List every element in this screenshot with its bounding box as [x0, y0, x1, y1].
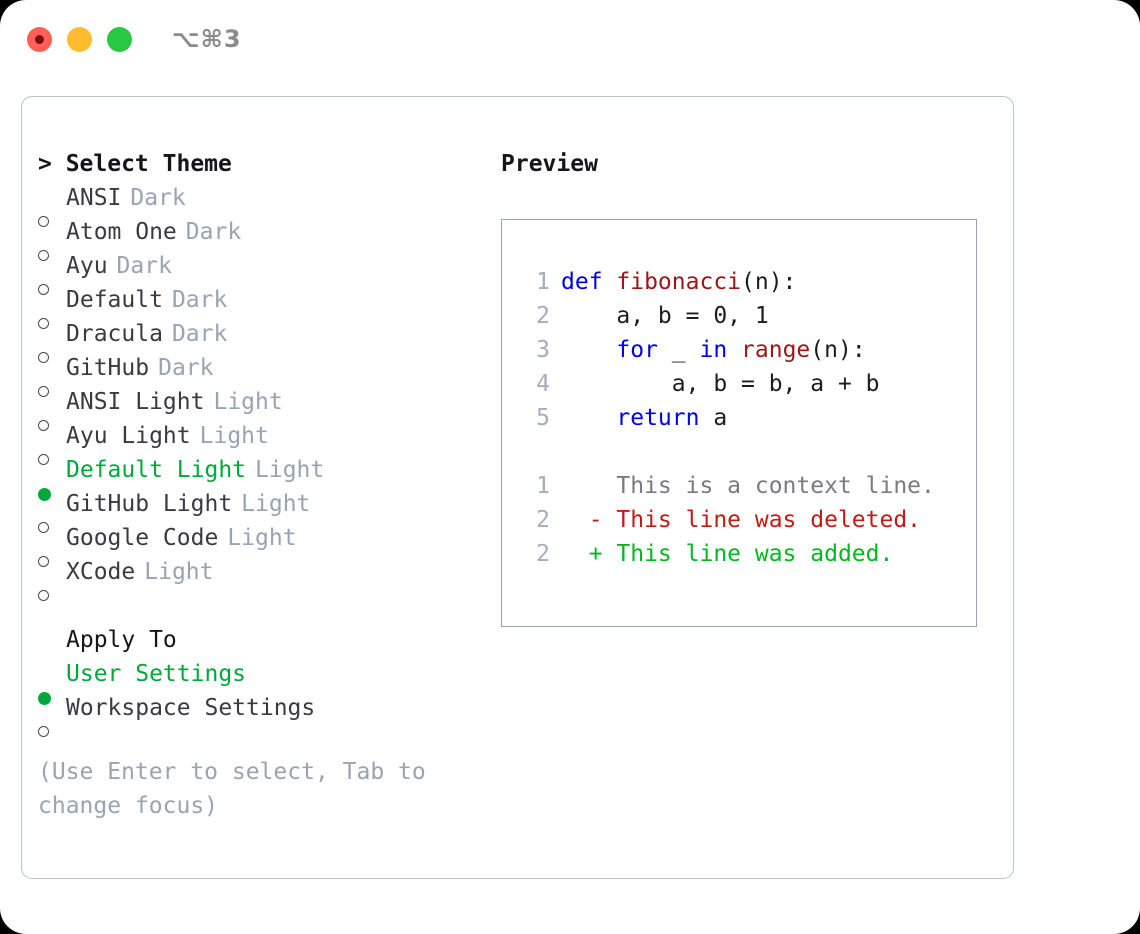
theme-tag: Dark	[116, 253, 172, 279]
theme-item[interactable]: Ayu Light Light	[38, 419, 498, 465]
code-line: 2 a, b = 0, 1	[520, 299, 976, 333]
code-line-text: a, b = b, a + b	[561, 371, 880, 397]
diff-line-text: + This line was added.	[561, 541, 894, 567]
minimize-button[interactable]	[67, 26, 92, 52]
theme-item[interactable]: GitHub Light Light	[38, 487, 498, 533]
code-line-text: a, b = 0, 1	[561, 303, 769, 329]
theme-label: ANSI Light	[66, 389, 205, 415]
code-line-text: for _ in range(n):	[616, 337, 866, 363]
code-line-number: 2	[536, 303, 550, 329]
theme-tag: Dark	[130, 185, 186, 211]
diff-line-text: - This line was deleted.	[561, 507, 922, 533]
theme-label: Default	[66, 287, 163, 313]
code-line-text: return a	[616, 405, 728, 431]
apply-to-label: Workspace Settings	[66, 695, 316, 721]
theme-label: XCode	[66, 559, 136, 585]
theme-item[interactable]: Atom One Dark	[38, 215, 498, 261]
code-line: 1 def fibonacci(n):	[520, 265, 976, 299]
diff-line-number: 1	[536, 473, 550, 499]
theme-item[interactable]: GitHub Dark	[38, 351, 498, 397]
code-line-number: 5	[536, 405, 550, 431]
code-line-number: 1	[536, 269, 550, 295]
maximize-button[interactable]	[107, 26, 132, 52]
diff-line: 1 This is a context line.	[520, 469, 976, 503]
theme-item[interactable]: Google Code Light	[38, 521, 498, 567]
theme-label: Atom One	[66, 219, 177, 245]
diff-line-text: This is a context line.	[561, 473, 935, 499]
code-line: 4 a, b = b, a + b	[520, 367, 976, 401]
theme-label: Ayu Light	[66, 423, 191, 449]
code-line-text: def fibonacci(n):	[561, 269, 797, 295]
theme-label: Google Code	[66, 525, 219, 551]
select-theme-heading: > Select Theme	[38, 151, 232, 177]
window-titlebar: ⌥⌘3	[0, 0, 1140, 78]
apply-to-item[interactable]: Workspace Settings	[38, 691, 498, 737]
theme-item[interactable]: Dracula Dark	[38, 317, 498, 363]
list-spacer	[38, 589, 498, 623]
theme-label: GitHub	[66, 355, 150, 381]
theme-item[interactable]: XCode Light	[38, 555, 498, 601]
diff-sample: 1 This is a context line.2 - This line w…	[520, 469, 976, 571]
theme-tag: Dark	[171, 321, 228, 347]
theme-item[interactable]: Default Light Light	[38, 453, 498, 501]
theme-tag: Dark	[185, 219, 242, 245]
apply-to-heading: Apply To	[66, 627, 177, 653]
theme-tag: Dark	[171, 287, 228, 313]
theme-item[interactable]: Default Dark	[38, 283, 498, 329]
theme-item[interactable]: ANSI Dark	[38, 181, 498, 227]
theme-tag: Light	[227, 525, 297, 551]
theme-tag: Dark	[158, 355, 214, 381]
theme-tag: Light	[255, 457, 325, 483]
code-line: 5 return a	[520, 401, 976, 435]
theme-label: Ayu	[66, 253, 108, 279]
diff-line: 2 + This line was added.	[520, 537, 976, 571]
diff-line-number: 2	[536, 507, 550, 533]
theme-label: Dracula	[66, 321, 163, 347]
theme-label: ANSI	[66, 185, 122, 211]
apply-to-item[interactable]: User Settings	[38, 657, 498, 705]
theme-tag: Light	[144, 559, 214, 585]
code-diff-gap	[520, 435, 976, 469]
preview-title: Preview	[501, 151, 598, 177]
diff-line-number: 2	[536, 541, 550, 567]
window-title: ⌥⌘3	[172, 25, 242, 53]
theme-tag: Light	[241, 491, 311, 517]
theme-item[interactable]: ANSI Light Light	[38, 385, 498, 431]
theme-item[interactable]: Ayu Dark	[38, 249, 498, 295]
close-button[interactable]	[27, 26, 52, 52]
code-line-number: 4	[536, 371, 550, 397]
theme-tag: Light	[213, 389, 283, 415]
theme-label: GitHub Light	[66, 491, 233, 517]
code-line-number: 3	[536, 337, 550, 363]
keyboard-hint: (Use Enter to select, Tab to change focu…	[38, 759, 440, 819]
theme-tag: Light	[199, 423, 269, 449]
apply-to-label: User Settings	[66, 661, 247, 687]
diff-line: 2 - This line was deleted.	[520, 503, 976, 537]
code-line: 3 for _ in range(n):	[520, 333, 976, 367]
theme-label: Default Light	[66, 457, 247, 483]
